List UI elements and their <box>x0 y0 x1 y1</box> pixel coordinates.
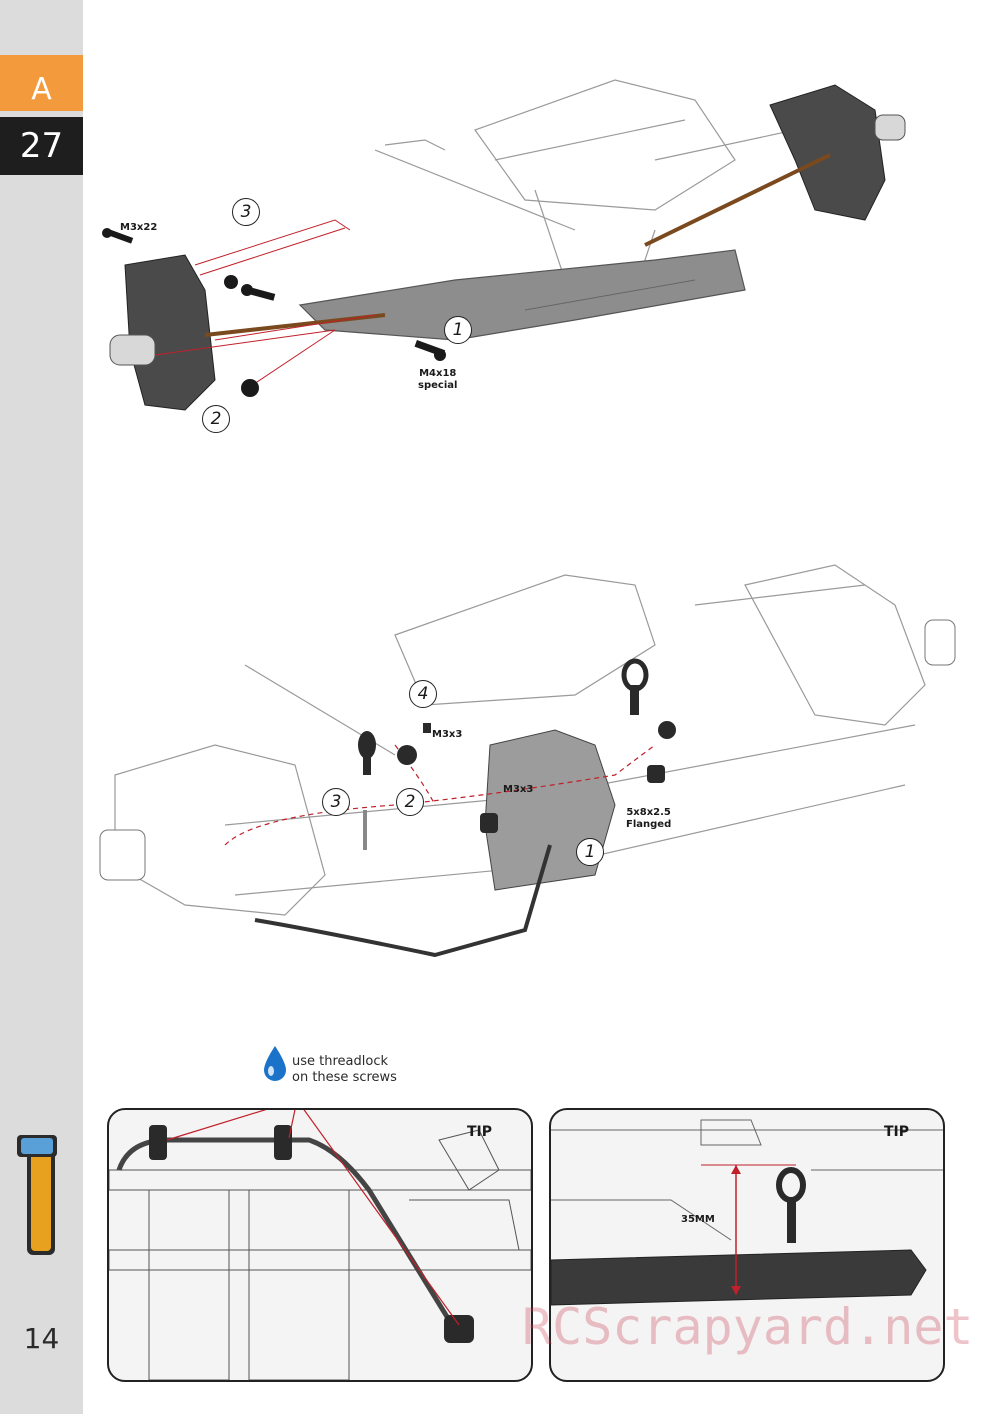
callout-m4x18-note: special <box>418 380 458 391</box>
top-assembly-drawing <box>102 79 906 411</box>
section-tab: A <box>0 55 83 111</box>
step-marker-3: 3 <box>232 198 260 226</box>
tip-drawing-ride-height <box>551 1119 943 1306</box>
step-marker-2: 2 <box>202 405 230 433</box>
page-number: 14 <box>23 1322 60 1355</box>
callout-m3x3-lower: M3x3 <box>503 784 534 795</box>
callout-m3x22: M3x22 <box>120 222 158 233</box>
callout-m4x18: M4x18 special <box>418 368 457 392</box>
callout-bearing-note: Flanged <box>626 819 672 830</box>
callout-m4x18-size: M4x18 <box>419 368 457 379</box>
middle-assembly-drawing <box>99 564 956 958</box>
step-marker-1-mid: 1 <box>576 838 604 866</box>
step-marker-3-mid: 3 <box>322 788 350 816</box>
callout-bearing: 5x8x2.5 Flanged <box>626 807 671 831</box>
tip-box-sway-bar: TIP <box>107 1108 533 1382</box>
threadlock-line-2: on these screws <box>292 1070 397 1085</box>
measure-35mm: 35MM <box>681 1214 715 1225</box>
step-number: 27 <box>0 117 83 175</box>
tip-label-right: TIP <box>884 1124 910 1140</box>
cobra-gt-logo <box>17 1135 57 1255</box>
threadlock-line-1: use threadlock <box>292 1054 388 1069</box>
step-marker-2-mid: 2 <box>396 788 424 816</box>
callout-m3x3-upper: M3x3 <box>432 729 463 740</box>
step-marker-4: 4 <box>409 680 437 708</box>
step-marker-1: 1 <box>444 316 472 344</box>
tip-drawing-sway-bar <box>109 1110 531 1380</box>
tip-label-left: TIP <box>467 1124 493 1140</box>
watermark: RCScrapyard.net <box>522 1298 974 1356</box>
callout-bearing-size: 5x8x2.5 <box>626 807 671 818</box>
tip-box-ride-height: TIP 35MM <box>549 1108 945 1382</box>
threadlock-note: use threadlock on these screws <box>262 1044 397 1086</box>
droplet-icon <box>264 1046 286 1081</box>
